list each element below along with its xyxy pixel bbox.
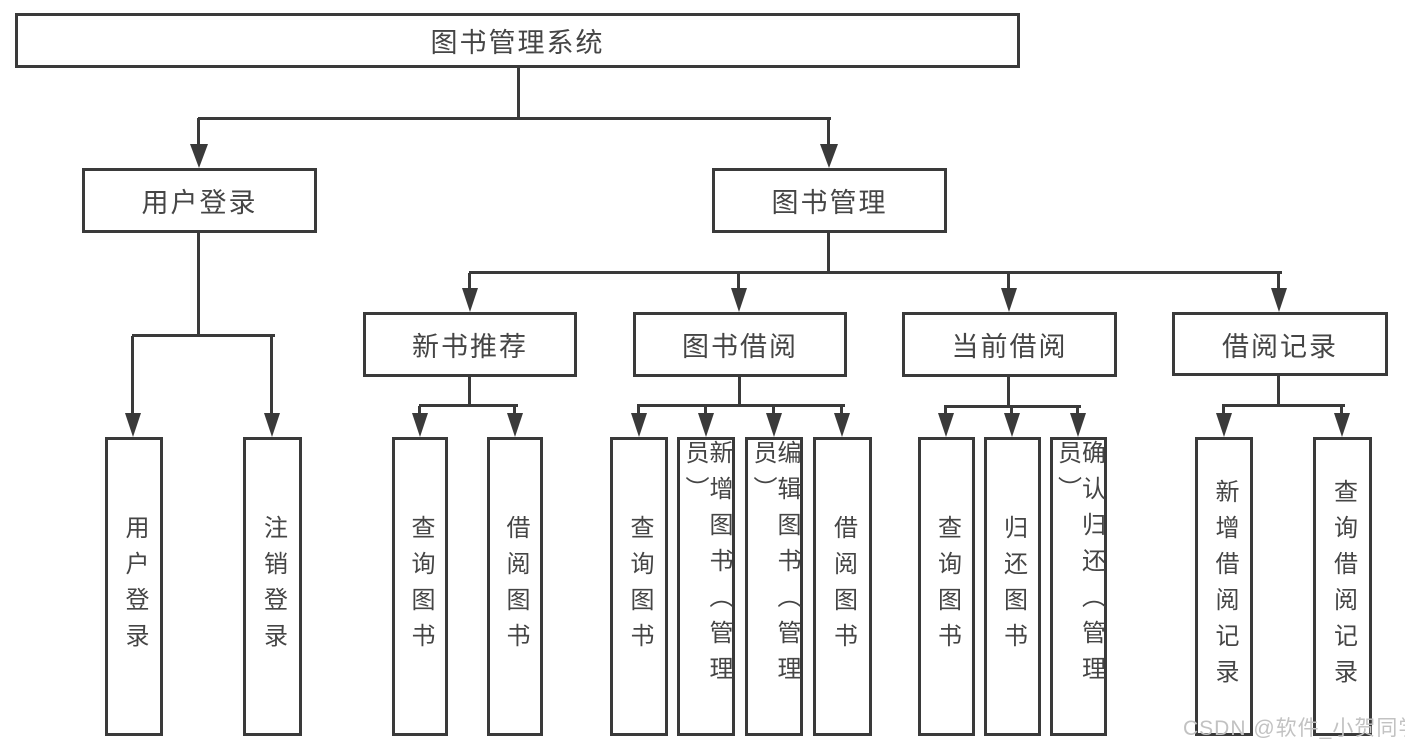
arrowhead-down-icon: [731, 288, 747, 312]
node-new-book-recommend: 新书推荐: [363, 312, 577, 377]
node-label: 图书管理: [771, 188, 888, 218]
node-label: 查询图书: [933, 514, 961, 659]
connector-line: [270, 336, 273, 416]
leaf-edit-book-admin: 编辑图书（管理员）: [745, 437, 803, 736]
node-label: 新增借阅记录: [1211, 478, 1238, 695]
connector-line: [637, 404, 845, 407]
node-label: 查询图书: [407, 514, 434, 659]
connector-line: [419, 404, 518, 407]
leaf-query-books-borrowing: 查询图书: [610, 437, 668, 736]
node-label: 注销登录: [259, 514, 287, 659]
connector-line: [840, 406, 843, 415]
connector-line: [197, 118, 200, 148]
node-label: 查询图书: [626, 514, 653, 659]
node-label: 归还图书: [999, 514, 1027, 659]
arrowhead-down-icon: [938, 413, 954, 437]
arrowhead-down-icon: [766, 413, 782, 437]
arrowhead-down-icon: [1004, 413, 1020, 437]
connector-line: [517, 68, 520, 120]
connector-line: [513, 406, 516, 415]
leaf-query-borrow-record: 查询借阅记录: [1313, 437, 1372, 736]
arrowhead-down-icon: [1070, 413, 1086, 437]
connector-line: [637, 406, 640, 415]
arrowhead-down-icon: [190, 144, 208, 168]
connector-line: [1076, 407, 1079, 415]
connector-line: [1340, 406, 1343, 415]
connector-line: [772, 406, 775, 415]
node-label: 借阅图书: [829, 514, 857, 659]
connector-line: [469, 271, 1282, 274]
node-label: 图书借阅: [682, 332, 798, 362]
connector-line: [827, 118, 830, 148]
leaf-add-book-admin: 新增图书（管理员）: [677, 437, 735, 736]
arrowhead-down-icon: [1334, 413, 1350, 437]
leaf-logout-login: 注销登录: [243, 437, 302, 736]
arrowhead-down-icon: [820, 144, 838, 168]
leaf-return-books: 归还图书: [984, 437, 1041, 736]
node-label: 用户登录: [141, 188, 258, 218]
connector-line: [1010, 407, 1013, 415]
leaf-user-login: 用户登录: [105, 437, 163, 736]
connector-line: [468, 273, 471, 289]
arrowhead-down-icon: [125, 413, 141, 437]
connector-line: [944, 407, 947, 415]
arrowhead-down-icon: [264, 413, 280, 437]
node-label: 查询借阅记录: [1329, 478, 1357, 695]
connector-line: [737, 273, 740, 289]
leaf-query-books-current: 查询图书: [918, 437, 975, 736]
node-library-system: 图书管理系统: [15, 13, 1020, 68]
leaf-add-borrow-record: 新增借阅记录: [1195, 437, 1253, 736]
node-label: 图书管理系统: [430, 28, 605, 58]
connector-line: [1007, 273, 1010, 289]
node-label: 编辑图书（管理员）: [749, 440, 800, 692]
connector-line: [738, 377, 741, 406]
connector-line: [944, 405, 1081, 408]
node-label: 用户登录: [121, 514, 148, 659]
connector-line: [198, 117, 831, 120]
connector-line: [131, 336, 134, 416]
connector-line: [468, 377, 471, 406]
leaf-borrow-books-recommend: 借阅图书: [487, 437, 543, 736]
node-label: 借阅记录: [1222, 331, 1338, 362]
connector-line: [1222, 406, 1225, 415]
connector-line: [1222, 404, 1345, 407]
node-book-borrowing: 图书借阅: [633, 312, 847, 377]
node-label: 当前借阅: [951, 332, 1068, 362]
node-current-borrowing: 当前借阅: [902, 312, 1117, 377]
arrowhead-down-icon: [698, 413, 714, 437]
arrowhead-down-icon: [1001, 288, 1017, 312]
connector-line: [704, 406, 707, 415]
connector-line: [418, 406, 421, 415]
node-borrowing-records: 借阅记录: [1172, 312, 1388, 376]
arrowhead-down-icon: [834, 413, 850, 437]
connector-line: [197, 233, 200, 336]
node-label: 确认归还（管理员）: [1053, 440, 1105, 692]
node-user-login: 用户登录: [82, 168, 317, 233]
arrowhead-down-icon: [507, 413, 523, 437]
node-label: 借阅图书: [502, 514, 529, 659]
leaf-borrow-books-borrowing: 借阅图书: [813, 437, 872, 736]
node-label: 新增图书（管理员）: [681, 440, 732, 692]
arrowhead-down-icon: [1271, 288, 1287, 312]
arrowhead-down-icon: [412, 413, 428, 437]
arrowhead-down-icon: [1216, 413, 1232, 437]
connector-line: [1007, 377, 1010, 408]
leaf-confirm-return-admin: 确认归还（管理员）: [1050, 437, 1107, 736]
connector-line: [1277, 376, 1280, 407]
csdn-watermark: CSDN @软件_小贺同学: [1183, 717, 1405, 740]
leaf-query-books-recommend: 查询图书: [392, 437, 448, 736]
arrowhead-down-icon: [462, 288, 478, 312]
node-label: 新书推荐: [412, 332, 528, 362]
connector-line: [132, 334, 275, 337]
connector-line: [827, 233, 830, 273]
node-book-management: 图书管理: [712, 168, 947, 233]
arrowhead-down-icon: [631, 413, 647, 437]
connector-line: [1277, 273, 1280, 289]
